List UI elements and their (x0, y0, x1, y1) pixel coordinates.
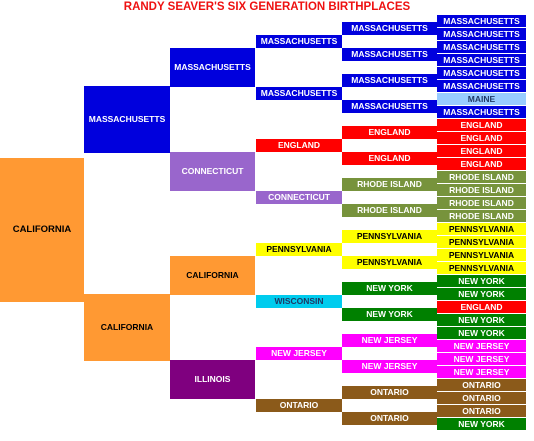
gen6-new-jersey-box: NEW JERSEY (437, 340, 526, 353)
gen5-ontario-box: ONTARIO (342, 386, 437, 399)
gen6-pennsylvania-box: PENNSYLVANIA (437, 236, 526, 249)
gen6-new-york-box: NEW YORK (437, 327, 526, 340)
gen6-massachusetts-box: MASSACHUSETTS (437, 54, 526, 67)
gen6-new-york-box: NEW YORK (437, 314, 526, 327)
gen5-massachusetts-box: MASSACHUSETTS (342, 48, 437, 61)
gen2-massachusetts-box: MASSACHUSETTS (84, 86, 170, 153)
gen6-new-jersey-box: NEW JERSEY (437, 353, 526, 366)
gen5-england-box: ENGLAND (342, 152, 437, 165)
gen6-england-box: ENGLAND (437, 301, 526, 314)
gen4-wisconsin-box: WISCONSIN (256, 295, 342, 308)
gen5-new-jersey-box: NEW JERSEY (342, 334, 437, 347)
gen4-pennsylvania-box: PENNSYLVANIA (256, 243, 342, 256)
gen6-new-jersey-box: NEW JERSEY (437, 366, 526, 379)
gen6-pennsylvania-box: PENNSYLVANIA (437, 249, 526, 262)
gen6-maine-box: MAINE (437, 93, 526, 106)
gen6-england-box: ENGLAND (437, 145, 526, 158)
gen6-rhode-island-box: RHODE ISLAND (437, 171, 526, 184)
gen3-massachusetts-box: MASSACHUSETTS (170, 48, 255, 87)
gen5-pennsylvania-box: PENNSYLVANIA (342, 256, 437, 269)
gen6-england-box: ENGLAND (437, 119, 526, 132)
gen5-rhode-island-box: RHODE ISLAND (342, 178, 437, 191)
gen6-massachusetts-box: MASSACHUSETTS (437, 28, 526, 41)
gen4-england-box: ENGLAND (256, 139, 342, 152)
gen3-illinois-box: ILLINOIS (170, 360, 255, 399)
gen6-new-york-box: NEW YORK (437, 288, 526, 301)
gen4-new-jersey-box: NEW JERSEY (256, 347, 342, 360)
gen6-rhode-island-box: RHODE ISLAND (437, 197, 526, 210)
gen6-new-york-box: NEW YORK (437, 418, 526, 431)
gen4-connecticut-box: CONNECTICUT (256, 191, 342, 204)
gen5-massachusetts-box: MASSACHUSETTS (342, 74, 437, 87)
gen4-massachusetts-box: MASSACHUSETTS (256, 35, 342, 48)
gen5-new-jersey-box: NEW JERSEY (342, 360, 437, 373)
gen6-ontario-box: ONTARIO (437, 405, 526, 418)
gen6-england-box: ENGLAND (437, 132, 526, 145)
gen6-england-box: ENGLAND (437, 158, 526, 171)
gen6-massachusetts-box: MASSACHUSETTS (437, 67, 526, 80)
gen6-rhode-island-box: RHODE ISLAND (437, 210, 526, 223)
gen6-new-york-box: NEW YORK (437, 275, 526, 288)
gen5-massachusetts-box: MASSACHUSETTS (342, 22, 437, 35)
gen6-massachusetts-box: MASSACHUSETTS (437, 80, 526, 93)
gen5-england-box: ENGLAND (342, 126, 437, 139)
gen5-ontario-box: ONTARIO (342, 412, 437, 425)
gen6-massachusetts-box: MASSACHUSETTS (437, 106, 526, 119)
gen4-massachusetts-box: MASSACHUSETTS (256, 87, 342, 100)
gen3-california-box: CALIFORNIA (170, 256, 255, 295)
gen5-new-york-box: NEW YORK (342, 282, 437, 295)
gen6-ontario-box: ONTARIO (437, 392, 526, 405)
gen6-massachusetts-box: MASSACHUSETTS (437, 41, 526, 54)
gen1-california-box: CALIFORNIA (0, 158, 84, 302)
gen6-pennsylvania-box: PENNSYLVANIA (437, 262, 526, 275)
gen6-rhode-island-box: RHODE ISLAND (437, 184, 526, 197)
chart-title: RANDY SEAVER'S SIX GENERATION BIRTHPLACE… (123, 1, 411, 13)
gen6-massachusetts-box: MASSACHUSETTS (437, 15, 526, 28)
gen5-pennsylvania-box: PENNSYLVANIA (342, 230, 437, 243)
gen3-connecticut-box: CONNECTICUT (170, 152, 255, 191)
gen2-california-box: CALIFORNIA (84, 294, 170, 361)
gen6-ontario-box: ONTARIO (437, 379, 526, 392)
gen6-pennsylvania-box: PENNSYLVANIA (437, 223, 526, 236)
gen5-rhode-island-box: RHODE ISLAND (342, 204, 437, 217)
gen5-new-york-box: NEW YORK (342, 308, 437, 321)
gen5-massachusetts-box: MASSACHUSETTS (342, 100, 437, 113)
gen4-ontario-box: ONTARIO (256, 399, 342, 412)
